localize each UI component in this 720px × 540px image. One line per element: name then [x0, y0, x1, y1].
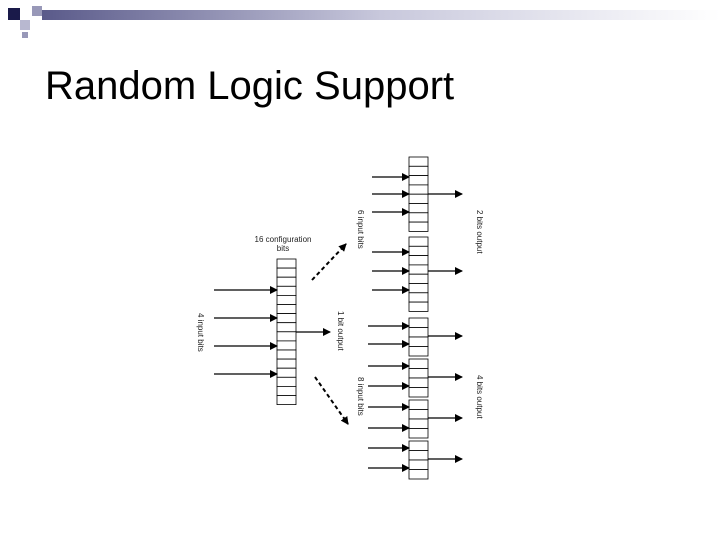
config-bit-cell: [276, 349, 297, 360]
eight-input-arrows: [368, 322, 463, 472]
config-bit-cell: [276, 267, 297, 278]
memory-cell: [408, 193, 429, 204]
slide-decoration: [8, 6, 720, 38]
memory-cell: [408, 203, 429, 214]
memory-cell: [408, 212, 429, 223]
memory-cell: [408, 327, 429, 338]
memory-cell: [408, 221, 429, 232]
memory-cell: [408, 184, 429, 195]
config-bit-cell: [276, 294, 297, 305]
config-bit-cell: [276, 276, 297, 287]
config-bit-cell: [276, 322, 297, 333]
memory-cell: [408, 368, 429, 379]
memory-cell: [408, 165, 429, 177]
config-bit-cell: [276, 331, 297, 342]
memory-cell: [408, 292, 429, 303]
memory-cell: [408, 336, 429, 347]
dashed-arrow-up: [311, 243, 347, 281]
memory-cell: [408, 156, 429, 167]
slide-title: Random Logic Support: [45, 64, 455, 108]
memory-cell: [408, 301, 429, 312]
left-input-bits-label: 4 input bits: [196, 313, 205, 352]
config-bit-cell: [276, 358, 297, 369]
left-input-arrows: [214, 286, 278, 378]
one-bit-output-label: 1 bit output: [336, 311, 345, 351]
dashed-arrow-down: [314, 376, 349, 425]
memory-cell: [408, 273, 429, 284]
memory-cell: [408, 317, 429, 328]
memory-cell: [408, 459, 429, 470]
memory-cell: [408, 409, 429, 420]
decoration-square-mid: [32, 6, 42, 16]
config-bit-cell: [276, 385, 297, 396]
six-input-memory: [408, 156, 429, 312]
memory-cell: [408, 469, 429, 480]
memory-cell: [408, 358, 429, 369]
config-bits-label-2: bits: [277, 244, 289, 253]
config-bit-cell: [276, 285, 297, 296]
memory-cell: [408, 377, 429, 388]
decoration-square-dark: [8, 8, 20, 20]
config-bit-cell: [276, 367, 297, 378]
memory-cell: [408, 399, 429, 410]
memory-cell: [408, 440, 429, 451]
six-input-bits-label: 6 input bits: [356, 210, 365, 249]
config-bit-cell: [276, 313, 297, 324]
memory-cell: [408, 387, 429, 398]
memory-cell: [408, 450, 429, 461]
memory-cell: [408, 428, 429, 439]
config-bits-label: 16 configuration: [255, 235, 312, 244]
memory-cell: [408, 236, 429, 247]
two-bits-output-label: 2 bits output: [475, 210, 484, 254]
memory-cell: [408, 346, 429, 357]
memory-cell: [408, 418, 429, 429]
eight-input-bits-label: 8 input bits: [356, 377, 365, 416]
four-bits-output-label: 4 bits output: [475, 375, 484, 419]
config-bit-cell: [276, 340, 297, 351]
decoration-gradient-bar: [42, 10, 720, 20]
memory-cell: [408, 283, 429, 294]
decoration-square-light: [20, 20, 30, 30]
config-bits-memory: [276, 258, 297, 406]
six-input-arrows: [372, 173, 463, 294]
eight-input-memory: [408, 317, 429, 480]
memory-cell: [408, 245, 429, 257]
config-bit-cell: [276, 304, 297, 315]
config-bit-cell: [276, 376, 297, 387]
config-bit-cell: [276, 258, 297, 269]
memory-cell: [408, 264, 429, 275]
memory-cell: [408, 255, 429, 266]
config-bit-cell: [276, 395, 297, 406]
memory-cell: [408, 175, 429, 186]
decoration-square-small: [22, 32, 28, 38]
